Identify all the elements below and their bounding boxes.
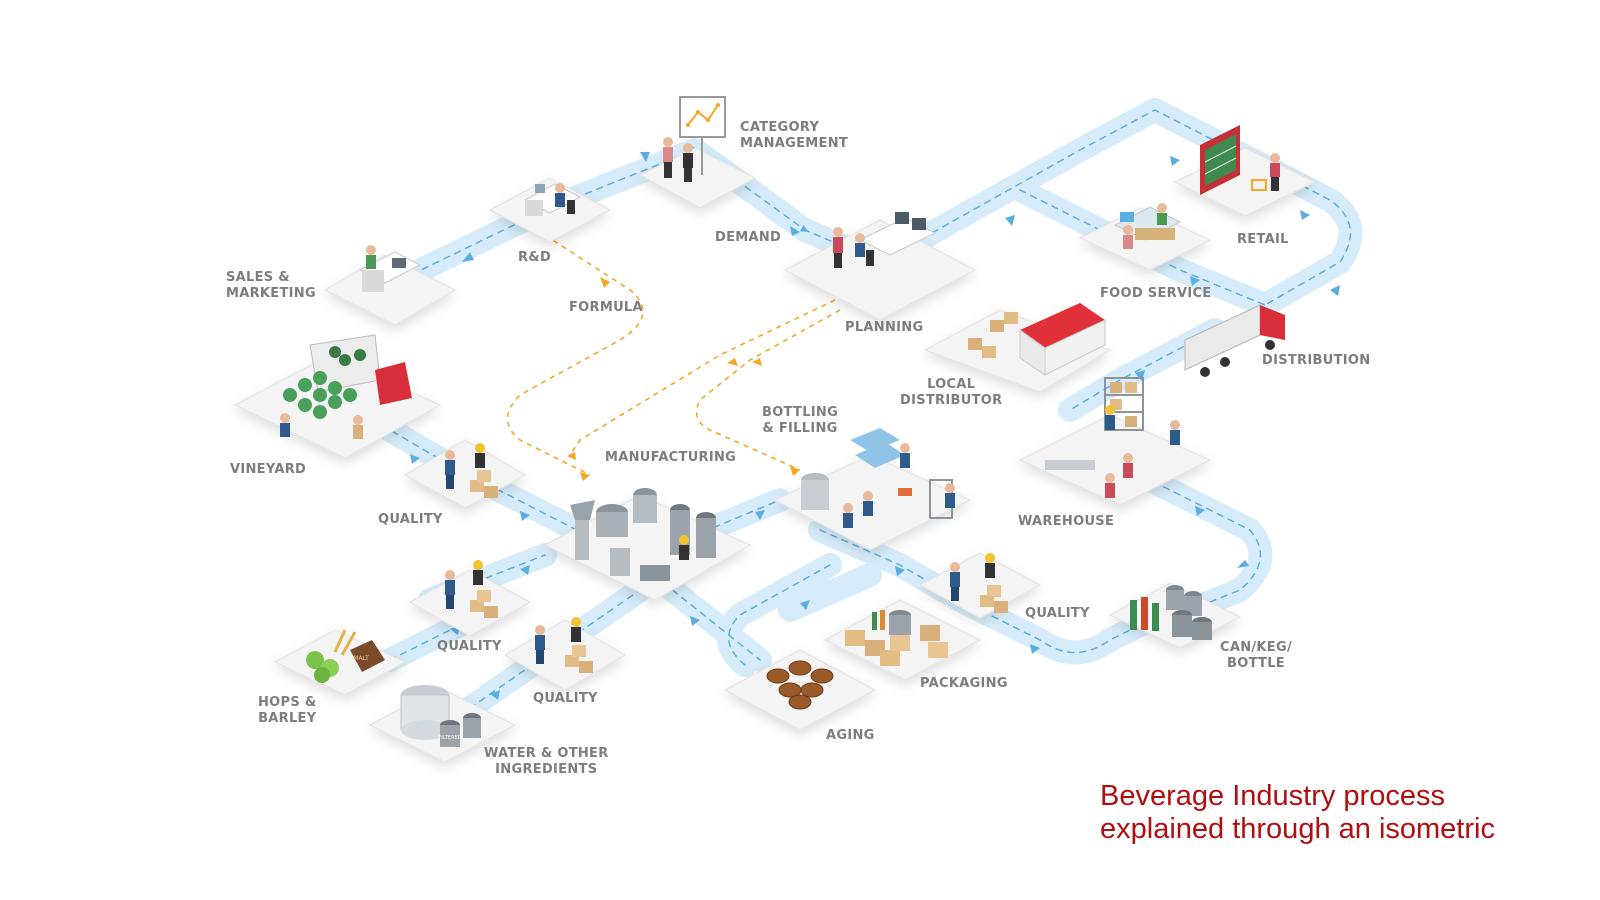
water-tank-icon: FILTERED <box>400 685 481 747</box>
local-distributor-icon <box>968 303 1106 376</box>
label-bottling-filling: BOTTLING & FILLING <box>762 405 839 436</box>
quality-station-3-icon <box>535 617 593 673</box>
hops-barley-icon: MALT <box>306 629 385 683</box>
tank-label: FILTERED <box>438 735 461 741</box>
label-quality-2: QUALITY <box>437 639 502 654</box>
manufacturing-tanks-icon <box>570 488 716 581</box>
label-quality-4: QUALITY <box>1025 606 1090 621</box>
malt-bag-label: MALT <box>353 655 369 662</box>
rnd-workstation-icon <box>523 183 582 216</box>
platform-local-distributor <box>923 309 1112 393</box>
platform-warehouse <box>1018 414 1212 506</box>
label-sales-marketing: SALES & MARKETING <box>226 270 316 301</box>
formula-paths <box>506 234 841 476</box>
bottling-line-icon <box>801 428 955 528</box>
label-formula: FORMULA <box>569 300 643 315</box>
quality-station-4-icon <box>950 553 1008 613</box>
label-distribution: DISTRIBUTION <box>1262 353 1371 368</box>
quality-station-2-icon <box>445 560 498 618</box>
label-warehouse: WAREHOUSE <box>1018 514 1115 529</box>
label-food-service: FOOD SERVICE <box>1100 286 1212 301</box>
platform-retail <box>1173 147 1317 217</box>
packaging-icon <box>845 610 948 666</box>
label-manufacturing: MANUFACTURING <box>605 450 737 465</box>
platform-planning <box>783 219 977 321</box>
distribution-truck-icon <box>1184 304 1285 377</box>
label-vineyard: VINEYARD <box>230 462 307 477</box>
platform-hops-barley <box>273 629 407 696</box>
label-rnd: R&D <box>518 250 552 265</box>
planning-desk-icon <box>833 212 937 268</box>
label-category-management: CATEGORY MANAGEMENT <box>740 120 849 151</box>
label-packaging: PACKAGING <box>920 676 1008 691</box>
can-keg-bottle-icon <box>1130 585 1212 640</box>
label-quality-3: QUALITY <box>533 691 598 706</box>
label-retail: RETAIL <box>1237 232 1289 247</box>
vineyard-icon <box>280 334 412 439</box>
warehouse-icon <box>1045 377 1180 498</box>
label-demand: DEMAND <box>715 230 782 245</box>
quality-station-1-icon <box>445 443 498 498</box>
label-can-keg-bottle: CAN/KEG/ BOTTLE <box>1220 640 1293 671</box>
label-quality-1: QUALITY <box>378 512 443 527</box>
food-service-icon <box>1113 203 1182 249</box>
label-aging: AGING <box>826 728 875 743</box>
label-hops-barley: HOPS & BARLEY <box>258 695 317 726</box>
diagram-caption: Beverage Industry process explained thro… <box>1100 780 1495 845</box>
label-water-ingredients: WATER & OTHER INGREDIENTS <box>484 746 609 777</box>
label-planning: PLANNING <box>845 320 924 335</box>
aging-barrels-icon <box>766 660 834 710</box>
label-local-distributor: LOCAL DISTRIBUTOR <box>900 377 1003 408</box>
retail-shelf-icon <box>1200 125 1280 195</box>
platform-quality-4 <box>918 552 1042 619</box>
sales-desk-icon <box>358 245 422 292</box>
platform-sales-marketing <box>323 254 457 326</box>
category-board-icon <box>663 96 726 182</box>
